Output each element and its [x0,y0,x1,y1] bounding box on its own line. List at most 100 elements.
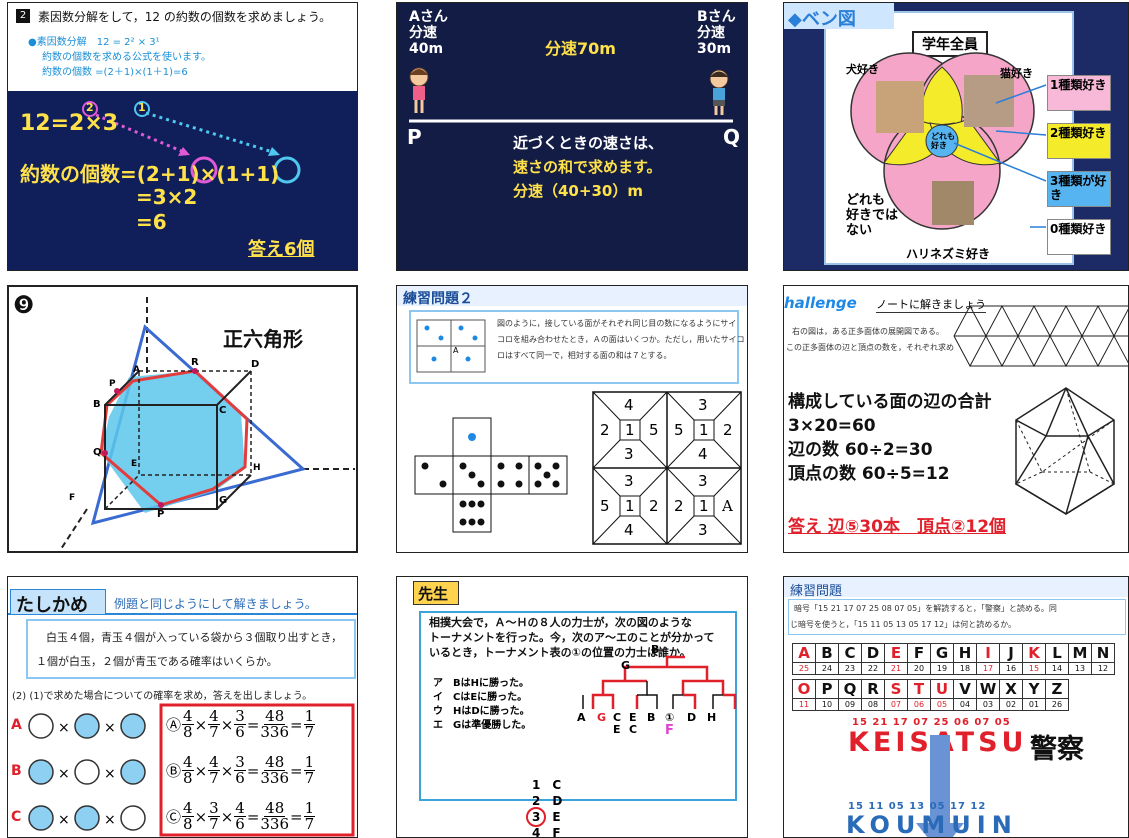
teacher-label: 先生 [418,585,449,603]
explanation-line-1: 近づくときの速さは、 [513,134,664,152]
fact-3: ウ HはDに勝った。 [433,706,530,717]
challenge-label: hallenge [784,294,857,312]
d2-center: 1 [699,421,709,439]
den: 7 [304,815,315,833]
vertex-c: C [219,405,227,416]
combined-speed: 分速70m [545,39,616,58]
b-label: 分速 [697,25,725,41]
none-label: どれも 好きでは ない [846,193,898,238]
eq2: 約数の個数= [20,162,137,186]
den: 6 [235,815,245,833]
slide-cipher: 練習問題 暗号「15 21 17 07 25 08 07 05」を解読すると，「… [783,576,1129,838]
vertex-a: A [133,365,140,375]
question-box [409,310,739,384]
all-label: どれも好き [931,132,955,150]
legend-2: 2種類好き [1047,123,1111,159]
leaf-c: C [613,711,622,724]
legend-1: 1種類好き [1047,75,1111,111]
d4-left: 2 [674,497,684,515]
person-b-info: Bさん 分速 30m [697,9,736,57]
under-e: E [613,723,621,736]
question-line-3: ロはすべて同一で，相対する面の和は７とする。 [497,351,672,360]
a-name: Aさん [409,9,448,25]
winner-b: B [651,643,660,656]
check-title: たしかめ [16,595,88,616]
under-c: C [629,723,638,736]
teacher-badge [413,581,459,605]
svg-text:×: × [58,720,70,736]
vertex-d: D [251,359,260,370]
down-arrow [916,735,964,837]
num: 1 [303,799,316,817]
equation-12: 12=2×3 [20,111,118,136]
b-speed: 30m [697,41,732,57]
dog-label: 犬好き [846,63,879,76]
num: 1 [303,753,316,771]
cipher-letter: N [1091,643,1115,663]
title-badge [10,589,106,615]
explanation-line-2: 速さの和で求めます。 [513,158,662,176]
mark-c: Ⓒ [166,808,182,826]
cipher-number: 17 [976,662,1000,675]
explanation-line-3: 分速（40+30）m [513,182,643,200]
question-line-2: トーナメントを行った。今，次のア～エのことが分かって [429,631,715,644]
title-bar [784,577,1128,597]
problem-text: 素因数分解をして，12 の約数の個数を求めましょう。 [38,10,332,24]
point-p: P [407,125,422,149]
svg-text:×: × [104,812,116,828]
question-line-2: この正多面体の辺と頂点の数を，それぞれ求め [786,343,954,352]
code-koumuin: 15 11 05 13 05 17 12 [848,801,987,812]
cipher-number: 20 [907,662,931,675]
equation-3x2: =3×2 [136,185,198,209]
hint-line-3: 約数の個数 =(2＋1)×(1＋1)=6 [42,67,188,78]
answer: 答え6個 [248,239,315,260]
word-police-kanji: 警察 [1030,734,1084,765]
d2-bottom: 4 [698,445,708,463]
solution: 構成している面の辺の合計 3×20=60 辺の数 60÷2=30 頂点の数 60… [788,390,992,486]
row-a-label: A [11,717,22,733]
exponent-1: 1 [138,101,146,114]
hedgehog-label: ハリネズミ好き [906,247,991,261]
question-line-1: 右の図は，ある正多面体の展開図である。 [792,327,944,336]
question-box [26,619,356,679]
num: 4 [208,753,220,771]
cipher-number: 18 [953,662,977,675]
choice-1: 1 C [532,778,562,792]
person-a-info: Aさん 分速 40m [409,9,448,57]
cipher-letter: W [976,679,1000,699]
svg-text:×: × [104,720,116,736]
code-keisatsu: 15 21 17 07 25 06 07 05 [852,717,1011,728]
a-speed: 40m [409,41,444,57]
mark-b: Ⓑ [166,762,182,780]
mark-a: Ⓐ [166,716,182,734]
den: 7 [209,815,219,833]
title-row [8,589,357,615]
cipher-number: 12 [1091,662,1115,675]
den: 336 [260,769,290,787]
vertex-f: F [69,493,76,503]
none-3: ない [846,223,873,238]
choices: 1 C 2 D 3 E 4 F 5 G [532,777,562,837]
d3-right: 2 [649,497,659,515]
question-box [788,599,1126,635]
d1-top: 4 [624,396,634,414]
d3-center: 1 [625,497,635,515]
slide-dice: 練習問題２ A 図の [396,285,748,553]
leaf-b: B [647,711,656,724]
facts: ア BはHに勝った。 イ CはEに勝った。 ウ HはDに勝った。 エ Gは準優勝… [433,677,531,733]
solution-line-2: 3×20=60 [788,416,876,436]
d4-top: 3 [698,472,708,490]
cipher-number: 26 [1045,698,1069,711]
leaf-h: H [707,711,717,724]
cipher-letter: U [930,679,954,699]
people-and-road [409,67,733,123]
venn-diagram [850,52,1047,230]
